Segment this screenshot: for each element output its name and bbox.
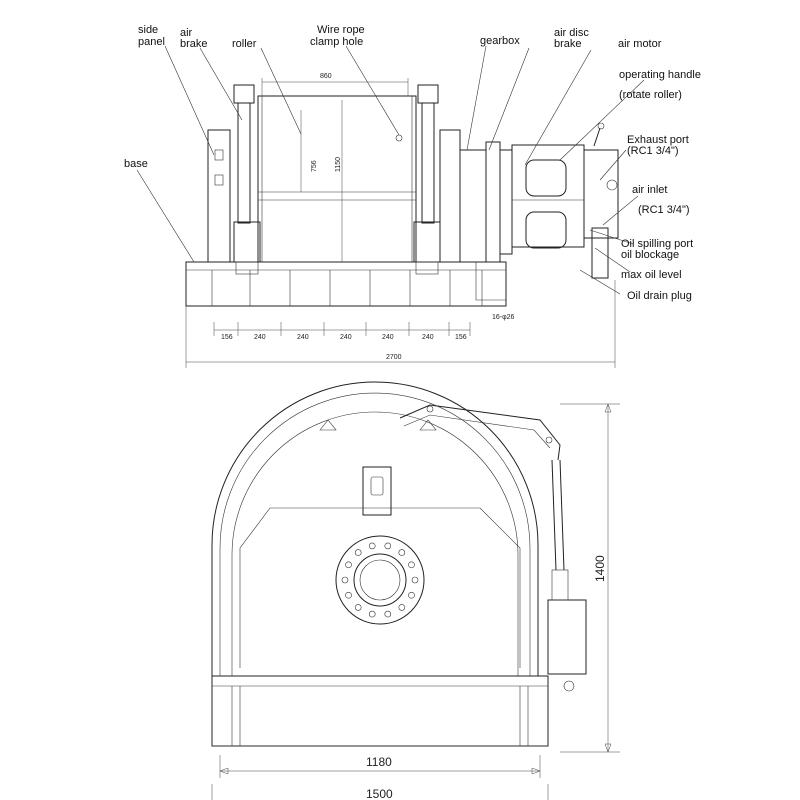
flange-bolt — [408, 591, 415, 599]
flange-bolt — [368, 610, 376, 618]
dim-240-4: 240 — [382, 334, 394, 341]
right-air-brake — [413, 84, 441, 275]
label-exhaust-port: Exhaust port — [627, 134, 689, 146]
dim-756: 756 — [311, 160, 318, 172]
drum-flange — [335, 535, 425, 625]
drum-roller — [257, 78, 417, 263]
dim-1180: 1180 — [366, 755, 392, 769]
wire-rope-clamp-hole — [395, 134, 403, 142]
side-dims — [211, 403, 620, 800]
right-side-panel — [439, 129, 461, 263]
flange-bolt — [408, 561, 415, 569]
dim-1400: 1400 — [593, 555, 607, 582]
label-operating-handle: operating handle — [619, 69, 701, 81]
top-bracket — [362, 466, 392, 516]
flange-bolt — [384, 610, 392, 618]
label-base: base — [124, 158, 148, 170]
label-air-motor: air motor — [618, 38, 662, 50]
label-air-inlet-spec: (RC1 3/4") — [638, 204, 690, 216]
label-air-disc: air disc — [554, 27, 589, 39]
label-disc-brake: brake — [554, 38, 582, 50]
label-panel: panel — [138, 36, 165, 48]
dim-1150: 1150 — [335, 157, 342, 172]
dim-156-right: 156 — [455, 334, 467, 341]
dim-860: 860 — [320, 73, 332, 80]
label-oil-drain-plug: Oil drain plug — [627, 290, 692, 302]
left-side-panel — [207, 129, 231, 263]
brake-arm — [319, 404, 587, 692]
side-base-frame — [211, 675, 549, 747]
flange-bolt — [398, 604, 406, 611]
flange-bolt — [368, 542, 376, 550]
label-side: side — [138, 24, 158, 36]
side-panel-arch — [211, 381, 539, 676]
label-oil-blockage: oil blockage — [621, 249, 679, 261]
label-oil-spilling-port: Oil spilling port — [621, 238, 693, 250]
dim-156-left: 156 — [221, 334, 233, 341]
air-brake-cylinder — [547, 599, 587, 675]
label-rotate-roller: (rotate roller) — [619, 89, 682, 101]
flange-bolt — [411, 576, 419, 584]
bottom-dims — [185, 280, 616, 368]
label-gearbox: gearbox — [480, 35, 520, 47]
label-air: air — [180, 27, 193, 39]
dim-2700: 2700 — [386, 354, 402, 361]
flange-bolt — [345, 561, 352, 569]
gearbox — [459, 141, 513, 301]
operating-handle — [593, 127, 601, 147]
flange-bolt — [354, 604, 362, 611]
air-motor — [511, 122, 619, 279]
left-air-brake — [233, 84, 261, 275]
dim-1500: 1500 — [366, 787, 393, 800]
side-view: 1400 1180 1500 — [211, 381, 620, 800]
dim-240-3: 240 — [340, 334, 352, 341]
label-wire-rope: Wire rope — [317, 24, 365, 36]
top-view: side panel air brake roller Wire rope cl… — [124, 24, 701, 368]
label-roller: roller — [232, 38, 257, 50]
label-exhaust-spec: (RC1 3/4") — [627, 145, 679, 157]
dim-hole: 16-φ26 — [492, 314, 515, 321]
base-frame — [185, 261, 507, 307]
dim-240-5: 240 — [422, 334, 434, 341]
dim-240-2: 240 — [297, 334, 309, 341]
leader-lines — [136, 45, 645, 295]
label-max-oil-level: max oil level — [621, 269, 682, 281]
flange-bolt — [345, 591, 352, 599]
flange-bolt — [341, 576, 349, 584]
label-brake: brake — [180, 38, 208, 50]
dim-240-1: 240 — [254, 334, 266, 341]
drum-panel — [239, 507, 521, 668]
label-air-inlet: air inlet — [632, 184, 667, 196]
flange-bolt — [354, 549, 362, 556]
flange-bolt — [398, 549, 406, 556]
label-clamp-hole: clamp hole — [310, 36, 363, 48]
flange-bolt — [384, 542, 392, 550]
